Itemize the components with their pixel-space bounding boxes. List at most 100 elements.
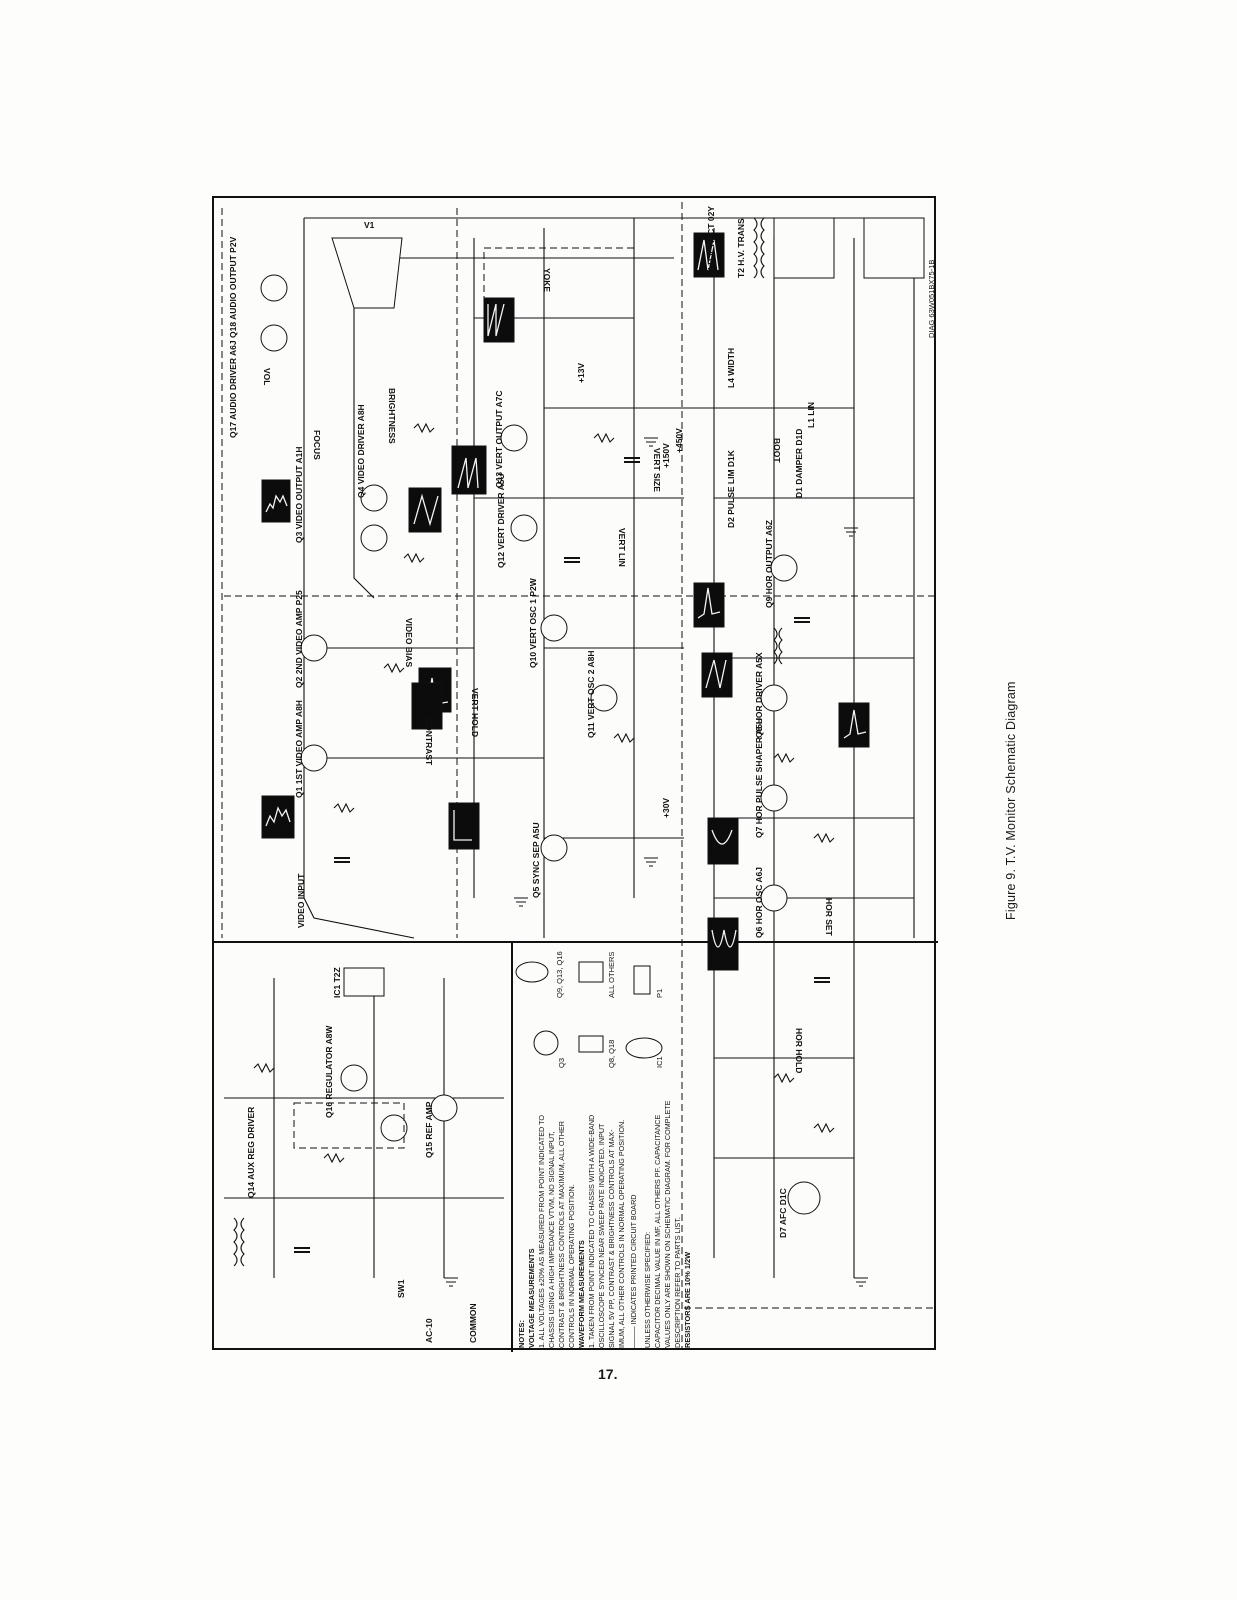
- svg-text:VOL: VOL: [262, 368, 272, 385]
- svg-text:BOOT: BOOT: [772, 438, 782, 463]
- pinout-drawings: [515, 961, 663, 1059]
- bus-wires: [224, 217, 915, 1278]
- svg-text:Q9 HOR OUTPUT A6Z: Q9 HOR OUTPUT A6Z: [764, 520, 774, 608]
- control-labels: BRIGHTNESS CONTRAST FOCUS VERT HOLD VERT…: [262, 260, 936, 1343]
- waveform-scope: [693, 232, 725, 278]
- svg-text:CHASSIS USING A HIGH IMPEDANCE: CHASSIS USING A HIGH IMPEDANCE VTVM, NO …: [547, 1131, 556, 1348]
- waveform-scope: [448, 802, 480, 850]
- svg-text:FOCUS: FOCUS: [312, 430, 322, 460]
- svg-text:VIDEO INPUT: VIDEO INPUT: [296, 873, 306, 928]
- svg-text:Q4 VIDEO DRIVER A8H: Q4 VIDEO DRIVER A8H: [356, 404, 366, 498]
- svg-text:D1 DAMPER D1D: D1 DAMPER D1D: [794, 429, 804, 498]
- svg-text:+450V: +450V: [674, 428, 684, 453]
- svg-text:IMUM, ALL OTHER CONTROLS IN NO: IMUM, ALL OTHER CONTROLS IN NORMAL OPERA…: [617, 1120, 626, 1348]
- waveform-scope: [451, 445, 487, 495]
- voltage-heading: VOLTAGE MEASUREMENTS: [527, 1248, 536, 1348]
- svg-text:Q18 AUDIO OUTPUT P2V: Q18 AUDIO OUTPUT P2V: [228, 236, 238, 338]
- svg-text:VALUES ONLY ARE SHOWN ON SCHEM: VALUES ONLY ARE SHOWN ON SCHEMATIC DIAGR…: [663, 1100, 672, 1348]
- waveform-scope: [707, 917, 739, 971]
- svg-text:Q14 AUX REG DRIVER: Q14 AUX REG DRIVER: [246, 1107, 256, 1198]
- svg-text:Q6 HOR OSC A6J: Q6 HOR OSC A6J: [754, 867, 764, 938]
- svg-text:Q8, Q18: Q8, Q18: [607, 1040, 616, 1068]
- svg-text:CONTRAST & BRIGHTNESS CONTROLS: CONTRAST & BRIGHTNESS CONTROLS AT MAXIMU…: [557, 1121, 566, 1348]
- svg-text:ALL OTHERS: ALL OTHERS: [607, 952, 616, 998]
- svg-text:Q11 VERT OSC 2 A8H: Q11 VERT OSC 2 A8H: [586, 650, 596, 738]
- svg-text:DIAG 63W051BX75-1B: DIAG 63W051BX75-1B: [927, 260, 936, 338]
- svg-text:P1: P1: [655, 989, 664, 998]
- resistor-note: RESISTORS ARE 10% 1/2W: [683, 1252, 692, 1348]
- figure-caption: Figure 9. T.V. Monitor Schematic Diagram: [1004, 681, 1018, 920]
- svg-text:Q3: Q3: [557, 1058, 566, 1068]
- schematic-frame: Q1 1ST VIDEO AMP A8H Q2 2ND VIDEO AMP P2…: [212, 196, 938, 1352]
- svg-text:+30V: +30V: [661, 798, 671, 818]
- svg-text:SW1: SW1: [396, 1279, 406, 1298]
- svg-text:SIGNAL 5V PP, CONTRAST & BRIGH: SIGNAL 5V PP, CONTRAST & BRIGHTNESS CONT…: [607, 1129, 616, 1348]
- component-labels: Q1 1ST VIDEO AMP A8H Q2 2ND VIDEO AMP P2…: [228, 206, 816, 1298]
- pinout-labels: Q9, Q13, Q16 ALL OTHERS Q3 Q8, Q18 IC1 P…: [555, 951, 664, 1068]
- waveform-scope: [707, 817, 739, 865]
- ic1-block: [343, 967, 385, 997]
- waveform-scope: [693, 582, 725, 628]
- svg-text:DESCRIPTION REFER TO PARTS LIS: DESCRIPTION REFER TO PARTS LIST.: [673, 1217, 682, 1348]
- notes-title: NOTES:: [517, 1320, 526, 1348]
- svg-text:CAPACITOR DECIMAL VALUE IN MF,: CAPACITOR DECIMAL VALUE IN MF, ALL OTHER…: [653, 1115, 662, 1348]
- svg-text:IC1: IC1: [655, 1056, 664, 1068]
- waveform-scope: [483, 297, 515, 343]
- svg-text:D2 PULSE LIM D1K: D2 PULSE LIM D1K: [726, 449, 736, 528]
- svg-text:Q17 AUDIO DRIVER A6J: Q17 AUDIO DRIVER A6J: [228, 340, 238, 438]
- waveform-scope: [261, 795, 295, 839]
- schematic-diagram: Q1 1ST VIDEO AMP A8H Q2 2ND VIDEO AMP P2…: [214, 202, 938, 1352]
- waveform-scope: [261, 479, 291, 523]
- waveform-scope: [411, 682, 443, 730]
- svg-text:D4 H.V. RECT 02Y: D4 H.V. RECT 02Y: [706, 206, 716, 278]
- svg-text:——— INDICATES PRINTED CIRCUIT: ——— INDICATES PRINTED CIRCUIT BOARD: [629, 1195, 638, 1348]
- svg-text:OSCILLOSCOPE SYNCED NEAR SWEEP: OSCILLOSCOPE SYNCED NEAR SWEEP RATE INDI…: [597, 1123, 606, 1348]
- svg-text:Q8 HOR DRIVER A5X: Q8 HOR DRIVER A5X: [754, 652, 764, 738]
- waveform-scope: [408, 487, 442, 533]
- svg-text:IC1 T2Z: IC1 T2Z: [332, 967, 342, 998]
- svg-text:Q1 1ST VIDEO AMP A8H: Q1 1ST VIDEO AMP A8H: [294, 700, 304, 798]
- svg-text:1. TAKEN FROM POINT INDICATED: 1. TAKEN FROM POINT INDICATED TO CHASSIS…: [587, 1115, 596, 1348]
- transformer-symbols: [233, 217, 925, 1267]
- svg-text:HOR SET: HOR SET: [824, 898, 834, 937]
- svg-text:L1 LIN: L1 LIN: [806, 402, 816, 428]
- svg-text:VIDEO BIAS: VIDEO BIAS: [404, 618, 414, 667]
- transistor-symbols: [260, 274, 821, 1215]
- svg-text:Q7 HOR PULSE SHAPER A5U: Q7 HOR PULSE SHAPER A5U: [754, 718, 764, 838]
- svg-text:HOR HOLD: HOR HOLD: [794, 1028, 804, 1073]
- svg-text:VERT HOLD: VERT HOLD: [470, 688, 480, 737]
- svg-text:+150V: +150V: [661, 443, 671, 468]
- svg-text:Q2 2ND VIDEO AMP P25: Q2 2ND VIDEO AMP P25: [294, 590, 304, 688]
- svg-text:CONTROLS IN NORMAL OPERATING P: CONTROLS IN NORMAL OPERATING POSITION.: [567, 1184, 576, 1348]
- svg-text:CONTRAST: CONTRAST: [424, 718, 434, 766]
- svg-text:AC-10: AC-10: [424, 1318, 434, 1343]
- crt-tube: [331, 237, 403, 309]
- svg-text:Q12 VERT DRIVER A5U: Q12 VERT DRIVER A5U: [496, 473, 506, 568]
- svg-text:BRIGHTNESS: BRIGHTNESS: [387, 388, 397, 444]
- svg-text:Q10 VERT OSC 1 P2W: Q10 VERT OSC 1 P2W: [528, 577, 538, 668]
- svg-text:VERT LIN: VERT LIN: [617, 528, 627, 567]
- svg-text:D7 AFC D1C: D7 AFC D1C: [778, 1188, 788, 1238]
- svg-text:Q3 VIDEO OUTPUT A1H: Q3 VIDEO OUTPUT A1H: [294, 446, 304, 543]
- svg-text:COMMON: COMMON: [468, 1303, 478, 1343]
- waveform-scope: [701, 652, 733, 698]
- svg-text:VERT SIZE: VERT SIZE: [652, 448, 662, 492]
- ground-symbols: [444, 437, 868, 1287]
- svg-text:Q5 SYNC SEP A5U: Q5 SYNC SEP A5U: [531, 822, 541, 898]
- svg-text:Q9, Q13, Q16: Q9, Q13, Q16: [555, 951, 564, 998]
- svg-text:1. ALL VOLTAGES ±20% AS MEASUR: 1. ALL VOLTAGES ±20% AS MEASURED FROM PO…: [537, 1115, 546, 1348]
- svg-text:T2 H.V. TRANS: T2 H.V. TRANS: [736, 218, 746, 278]
- resistor-symbols: [253, 422, 835, 1164]
- notes-block: NOTES: VOLTAGE MEASUREMENTS 1. ALL VOLTA…: [517, 1100, 692, 1348]
- svg-text:V1: V1: [364, 220, 375, 230]
- svg-text:Q15 REF AMP: Q15 REF AMP: [424, 1101, 434, 1158]
- switch-box: [293, 1102, 405, 1149]
- page-number: 17.: [598, 1366, 618, 1382]
- waveform-scope: [838, 702, 870, 748]
- svg-text:L4 WIDTH: L4 WIDTH: [726, 348, 736, 388]
- svg-text:+13V: +13V: [576, 363, 586, 383]
- svg-text:Q13 VERT OUTPUT A7C: Q13 VERT OUTPUT A7C: [494, 391, 504, 488]
- waveform-heading: WAVEFORM MEASUREMENTS: [577, 1240, 586, 1348]
- svg-text:UNLESS OTHERWISE SPECIFIED:: UNLESS OTHERWISE SPECIFIED:: [643, 1232, 652, 1348]
- svg-text:Q16 REGULATOR A8W: Q16 REGULATOR A8W: [324, 1025, 334, 1118]
